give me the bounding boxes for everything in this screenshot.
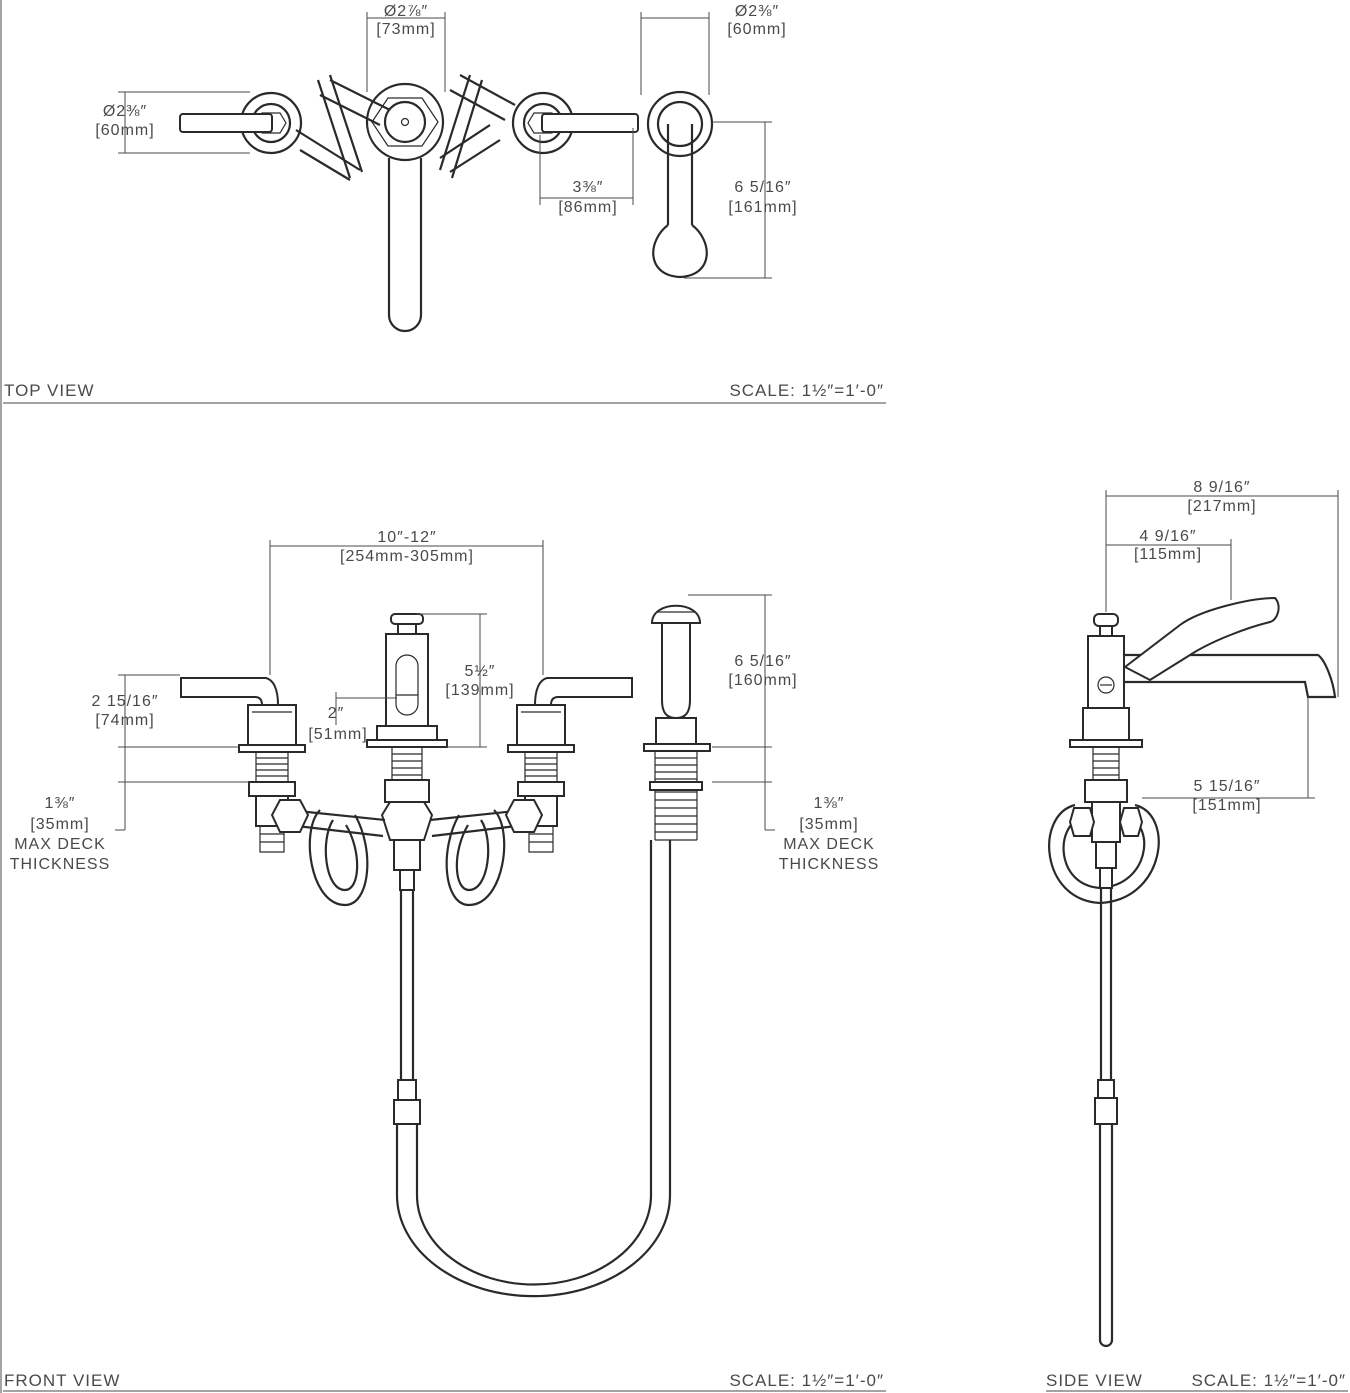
front-deck-right-line2: THICKNESS: [779, 856, 880, 873]
front-spout-height-imperial: 5½″: [465, 663, 496, 680]
front-spray-height-imperial: 6 5/16″: [734, 653, 791, 670]
side-overall-metric: [217mm]: [1187, 498, 1256, 515]
top-view-title: TOP VIEW: [4, 381, 95, 400]
front-dimension-lines: [115, 540, 775, 831]
side-view: 8 9/16″ [217mm] 4 9/16″ [115mm] 5 15/16″…: [1046, 479, 1348, 1392]
front-hand-spray: [643, 604, 711, 841]
top-left-handle: [179, 91, 303, 155]
front-window-imperial: 2″: [328, 705, 345, 722]
front-spout: [366, 613, 672, 1298]
top-left-supply-pipe: [295, 74, 391, 181]
front-deck-right-metric: [35mm]: [799, 816, 858, 833]
front-deck-right-imperial: 1⅜″: [814, 795, 845, 812]
front-view-scale: SCALE: 1½″=1′-0″: [729, 1371, 884, 1390]
front-deck-left-imperial: 1⅜″: [45, 795, 76, 812]
front-spout-height-metric: [139mm]: [445, 682, 514, 699]
top-right-handle: [511, 91, 639, 155]
top-view-scale: SCALE: 1½″=1′-0″: [729, 381, 884, 400]
side-dimension-lines: [1105, 490, 1339, 799]
top-spout-body: [365, 82, 445, 333]
top-hand-spray: [646, 90, 714, 279]
front-handle-height-metric: [74mm]: [95, 712, 154, 729]
top-spray-length-imperial: 6 5/16″: [734, 179, 791, 196]
front-deck-left-metric: [35mm]: [30, 816, 89, 833]
top-dimension-lines: [118, 12, 772, 279]
side-overall-imperial: 8 9/16″: [1193, 479, 1250, 496]
top-handle-dia-imperial: Ø2⅜″: [103, 103, 147, 120]
top-right-supply-pipe: [438, 74, 516, 179]
side-spray-reach-imperial: 4 9/16″: [1139, 528, 1196, 545]
side-spray-reach-metric: [115mm]: [1134, 546, 1202, 563]
front-handle-height-imperial: 2 15/16″: [91, 693, 158, 710]
front-deck-left-line1: MAX DECK: [14, 836, 106, 853]
front-spray-height-metric: [160mm]: [728, 672, 797, 689]
front-spread-metric: [254mm-305mm]: [340, 548, 474, 565]
top-spray-dia-imperial: Ø2⅜″: [735, 3, 779, 20]
top-handle-dia-metric: [60mm]: [95, 122, 154, 139]
front-left-handle: [180, 677, 306, 853]
front-window-metric: [51mm]: [308, 726, 367, 743]
front-deck-right-line1: MAX DECK: [783, 836, 875, 853]
front-supply-loops: [270, 799, 544, 907]
top-offset-metric: [86mm]: [558, 199, 617, 216]
side-faucet: [1048, 596, 1337, 1348]
top-spray-length-metric: [161mm]: [728, 199, 797, 216]
side-view-scale: SCALE: 1½″=1′-0″: [1191, 1371, 1346, 1390]
top-view: Ø2⅞″ [73mm] Ø2⅜″ [60mm] Ø2⅜″ [60mm] 3⅜″ …: [3, 3, 886, 404]
front-deck-left-line2: THICKNESS: [10, 856, 111, 873]
side-spout-height-imperial: 5 15/16″: [1193, 778, 1260, 795]
front-view-title: FRONT VIEW: [4, 1371, 120, 1390]
front-spread-imperial: 10″-12″: [377, 529, 436, 546]
top-offset-imperial: 3⅜″: [573, 179, 604, 196]
front-view: 10″-12″ [254mm-305mm] 5½″ [139mm] 6 5/16…: [3, 529, 886, 1392]
top-spout-dia-imperial: Ø2⅞″: [384, 3, 428, 20]
side-view-title: SIDE VIEW: [1046, 1371, 1143, 1390]
top-spray-dia-metric: [60mm]: [727, 21, 786, 38]
side-spout-height-metric: [151mm]: [1192, 797, 1261, 814]
front-right-handle: [507, 677, 633, 853]
top-spout-dia-metric: [73mm]: [376, 21, 435, 38]
